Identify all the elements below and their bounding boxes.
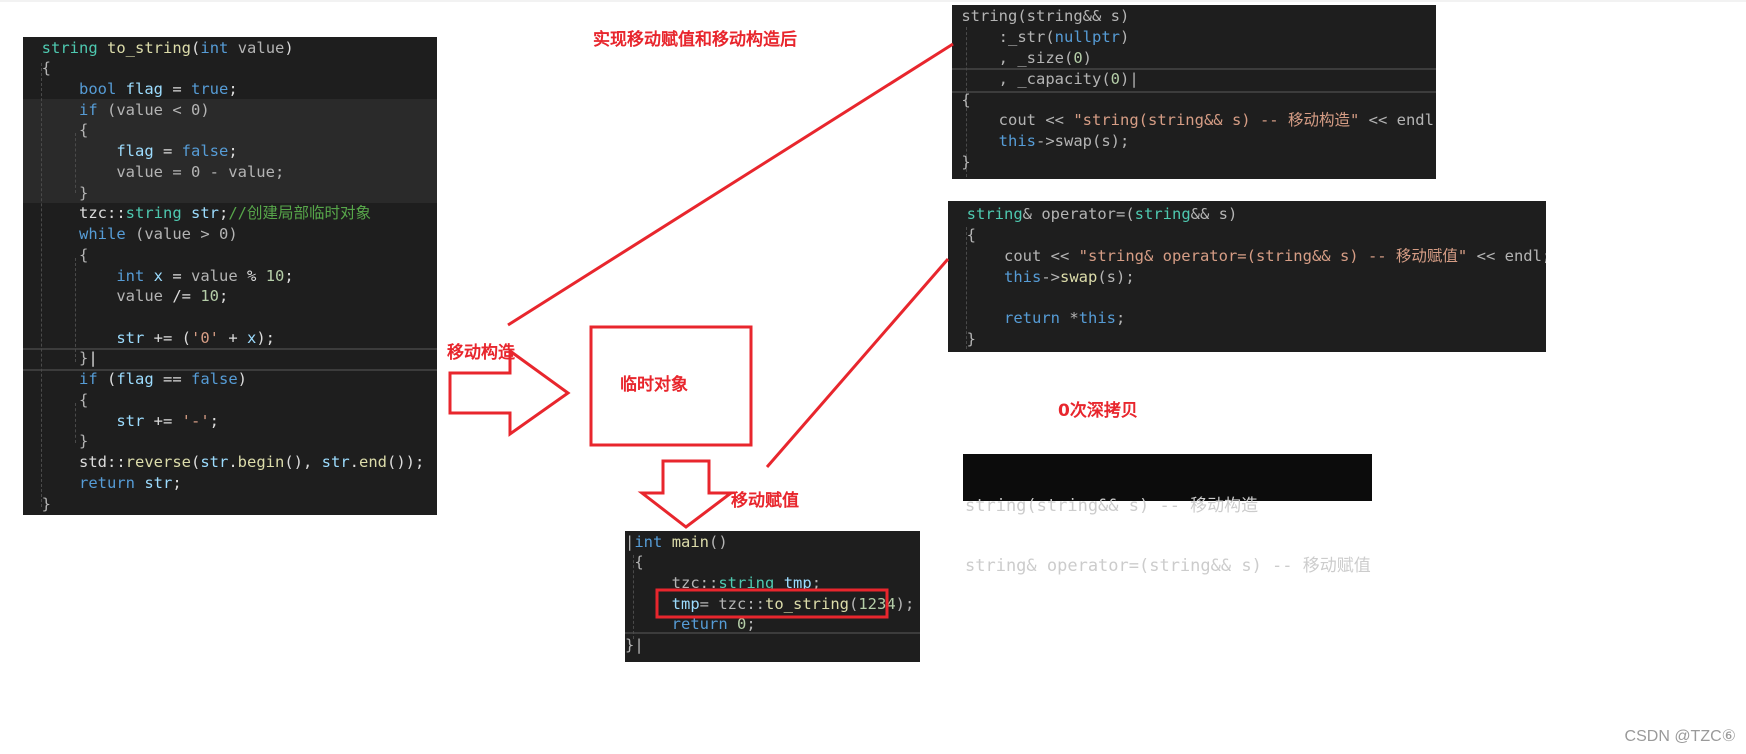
code-line: if (flag == false) — [79, 370, 248, 388]
code-line: value = 0 - value; — [116, 163, 285, 181]
code-line: { — [79, 391, 89, 409]
code-panel-to-string: string to_string(int value) { bool flag … — [23, 37, 437, 515]
code-panel-main: |int main() { tzc::string tmp; tmp= tzc:… — [625, 531, 920, 662]
code-line: { — [961, 91, 971, 109]
code-line: } — [41, 495, 52, 513]
code-line: { — [79, 246, 89, 264]
code-separator — [23, 369, 437, 371]
code-line: } — [961, 153, 971, 171]
code-line: }| — [625, 636, 644, 654]
code-line: { — [634, 553, 644, 571]
console-line: string& operator=(string&& s) -- 移动赋值 — [965, 556, 1371, 576]
code-line: return *this; — [1004, 309, 1126, 327]
code-line: } — [79, 184, 89, 202]
code-line: bool flag = true; — [79, 80, 238, 98]
code-line: :_str(nullptr) — [998, 28, 1130, 46]
code-line: str += '-'; — [116, 412, 219, 430]
code-line: , _size(0) — [998, 49, 1093, 67]
code-line: { — [41, 59, 52, 77]
move-construct-label: 移动构造 — [447, 343, 515, 363]
console-line: string(string&& s) -- 移动构造 — [965, 496, 1259, 516]
code-line: flag = false; — [116, 142, 238, 160]
code-line: } — [79, 432, 89, 450]
code-line: }| — [79, 349, 98, 367]
down-arrow-icon — [637, 459, 736, 529]
code-separator — [23, 348, 437, 350]
move-assign-label: 移动赋值 — [731, 491, 799, 511]
console-output: string(string&& s) -- 移动构造 string& opera… — [963, 454, 1372, 576]
connector-line-move-assign — [765, 258, 950, 468]
code-panel-move-assignment: string& operator=(string&& s) { cout << … — [948, 201, 1546, 352]
code-line: { — [79, 121, 89, 139]
code-line: } — [966, 330, 977, 348]
code-line: str += ('0' + x); — [116, 329, 276, 347]
code-line: tzc::string tmp; — [671, 574, 822, 592]
temp-object-label: 临时对象 — [620, 375, 688, 395]
right-arrow-icon — [448, 348, 571, 437]
code-line: string& operator=(string&& s) — [966, 205, 1238, 223]
code-line: string to_string(int value) — [41, 39, 294, 57]
code-panel-move-constructor: string(string&& s) :_str(nullptr) , _siz… — [952, 5, 1436, 179]
watermark: CSDN @TZC⑥ — [1624, 728, 1736, 745]
code-line: return 0; — [671, 615, 756, 633]
code-line: this->swap(s); — [998, 132, 1130, 150]
code-line: value /= 10; — [116, 287, 229, 305]
code-line: std::reverse(str.begin(), str.end()); — [23, 453, 425, 471]
code-line: cout << "string& operator=(string&& s) -… — [1004, 247, 1546, 265]
code-highlight-block — [23, 99, 437, 203]
code-line: string(string&& s) — [961, 7, 1130, 25]
title-label: 实现移动赋值和移动构造后 — [593, 30, 797, 50]
code-line: this->swap(s); — [1004, 268, 1135, 286]
code-line: |int main() — [625, 533, 728, 551]
connector-line-move-construct — [507, 42, 954, 327]
zero-deep-copy-label: 0次深拷贝 — [1058, 401, 1138, 421]
code-line: int x = value % 10; — [116, 267, 294, 285]
code-line: return str; — [79, 474, 182, 492]
code-line: tzc::string str;//创建局部临时对象 — [23, 204, 372, 222]
code-line: if (value < 0) — [79, 101, 210, 119]
code-line: while (value > 0) — [79, 225, 238, 243]
code-line: cout << "string(string&& s) -- 移动构造" << … — [998, 111, 1436, 129]
code-line: { — [966, 226, 977, 244]
code-line: , _capacity(0)| — [998, 70, 1139, 88]
